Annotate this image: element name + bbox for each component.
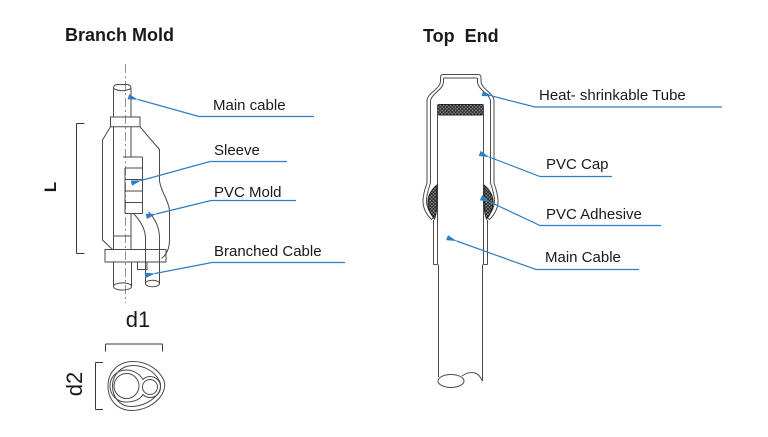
main-cable-label: Main cable — [213, 97, 286, 114]
cross-section-core-wrap — [109, 369, 162, 403]
cross-section-small-conductor — [142, 379, 158, 395]
main-cable-bottom-outline — [113, 262, 132, 291]
pvc-adhesive-leader — [479, 195, 661, 227]
main-cable-top-outline — [113, 84, 132, 250]
top-end-title: Top End — [423, 26, 499, 46]
pvc-adhesive-label: PVC Adhesive — [546, 206, 642, 223]
dimension-d2-bracket — [95, 362, 103, 410]
bottom-collar-outline — [104, 249, 167, 270]
cross-section-large-conductor — [113, 373, 140, 399]
dimension-d1-label: d1 — [126, 307, 150, 332]
cable-cross-section — [107, 360, 166, 412]
branched-cable-leader — [144, 261, 345, 279]
pvc-cap-leader — [478, 150, 612, 178]
pvc-mold-label: PVC Mold — [214, 184, 282, 201]
leader-lines — [127, 90, 722, 279]
cross-section-outer-jacket — [107, 360, 166, 412]
dimension-d1-bracket — [105, 343, 163, 352]
pvc-cap-label: PVC Cap — [546, 156, 609, 173]
main-cable-right-label: Main Cable — [545, 249, 621, 266]
cable-break-sweep — [461, 372, 483, 382]
dimension-L-bracket — [76, 123, 85, 254]
main-cable-outline — [437, 264, 483, 388]
pvc-adhesive-left-wedge — [427, 183, 438, 220]
pvc-mold-leader — [145, 199, 296, 220]
pvc-cap-outline — [433, 104, 488, 265]
heat-shrinkable-tube-label: Heat- shrinkable Tube — [539, 87, 686, 104]
sleeve-ribs — [123, 156, 143, 214]
dimension-L-label: L — [41, 182, 60, 192]
heat-shrinkable-tube-leader — [481, 90, 722, 108]
sleeve-leader — [130, 160, 287, 186]
cable-break-loop — [437, 374, 465, 388]
branch-mold-drawing — [76, 64, 170, 412]
branched-cable-label: Branched Cable — [214, 243, 322, 260]
top-end-drawing — [422, 74, 499, 388]
main-cable-right-leader — [446, 235, 639, 271]
branch-mold-title: Branch Mold — [65, 25, 174, 45]
main-cable-leader — [127, 94, 314, 118]
sleeve-label: Sleeve — [214, 142, 260, 159]
dimension-d2-label: d2 — [62, 372, 87, 396]
top-seal-hatch-band — [437, 104, 484, 116]
pvc-adhesive-right-wedge — [483, 183, 494, 220]
